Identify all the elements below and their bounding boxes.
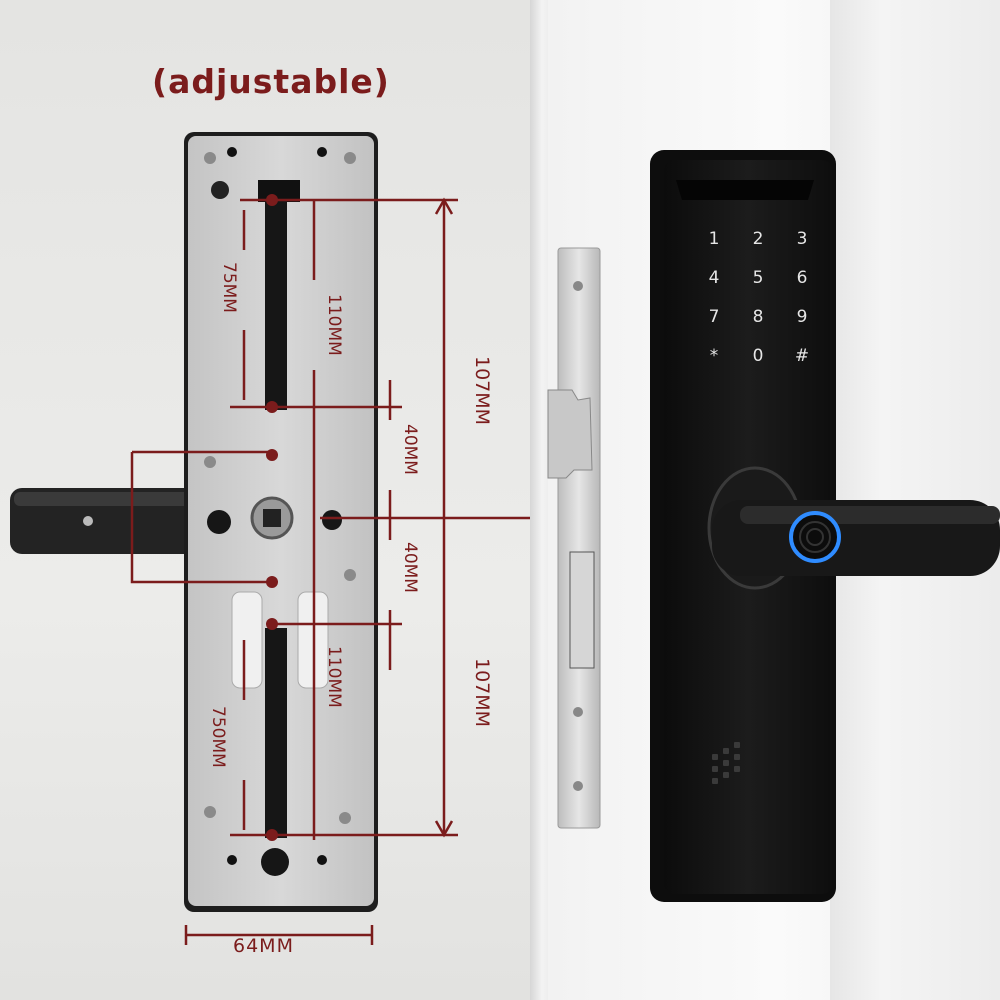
key-1[interactable]: 1 <box>708 229 720 249</box>
key-4[interactable]: 4 <box>708 268 720 288</box>
key-7[interactable]: 7 <box>708 307 720 327</box>
dimension-width: 64MM <box>233 935 294 957</box>
key-6[interactable]: 6 <box>796 268 808 288</box>
key-5[interactable]: 5 <box>752 268 764 288</box>
fingerprint-icon <box>789 511 841 563</box>
keypad: 1 2 3 4 5 6 7 8 9 * 0 # <box>692 226 824 370</box>
front-handle <box>707 466 1000 590</box>
dimension-points <box>266 194 278 841</box>
dimension-upper-mid: 40MM <box>400 424 420 475</box>
key-9[interactable]: 9 <box>796 307 808 327</box>
page-title: (adjustable) <box>152 62 390 101</box>
dimension-bottom-bolt: 110MM <box>324 646 344 708</box>
dimension-bottom-spindle: 750MM <box>208 706 228 768</box>
key-3[interactable]: 3 <box>796 229 808 249</box>
key-8[interactable]: 8 <box>752 307 764 327</box>
dimension-bottom-total: 107MM <box>471 658 493 728</box>
dimension-top-bolt: 110MM <box>324 294 344 356</box>
key-hash[interactable]: # <box>794 346 810 366</box>
mortise-faceplate <box>547 247 601 829</box>
dimension-top-spindle: 75MM <box>219 262 239 313</box>
key-2[interactable]: 2 <box>752 229 764 249</box>
back-plate <box>184 132 378 912</box>
dimension-lower-mid: 40MM <box>400 542 420 593</box>
key-star[interactable]: * <box>709 346 719 366</box>
dimension-top-total: 107MM <box>471 356 493 426</box>
key-0[interactable]: 0 <box>752 346 764 366</box>
speaker-grille-icon <box>712 742 740 784</box>
back-handle <box>10 488 206 554</box>
